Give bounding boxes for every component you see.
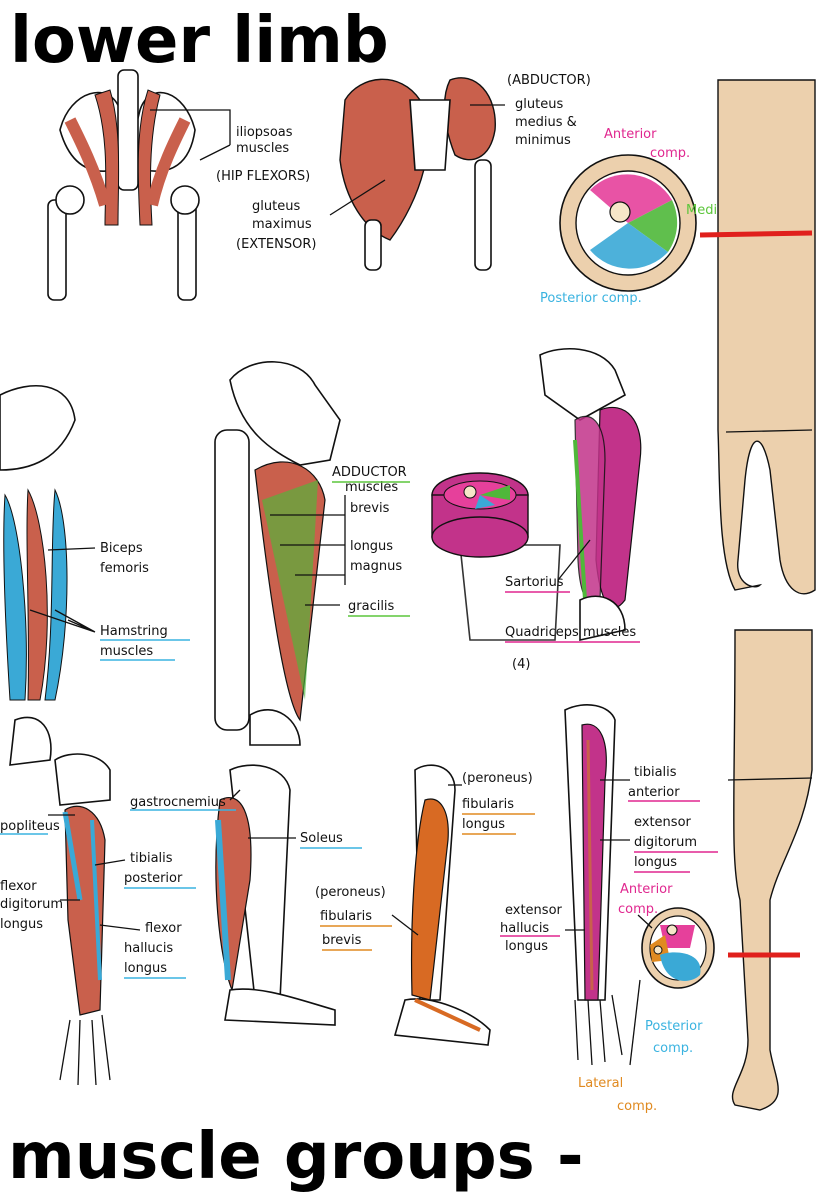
label-thigh-posterior: Posterior comp. — [540, 291, 642, 306]
svg-text:tibialis: tibialis — [634, 765, 677, 780]
deep-posterior-leg-illustration — [54, 753, 111, 1086]
label-tibialis-anterior: tibialis anterior — [628, 765, 700, 802]
label-soleus: Soleus — [300, 831, 362, 849]
svg-text:Quadriceps muscles: Quadriceps muscles — [505, 625, 636, 640]
thigh-cross-section — [559, 154, 697, 292]
svg-text:Posterior: Posterior — [645, 1019, 703, 1034]
svg-text:tibialis: tibialis — [130, 851, 173, 866]
svg-text:longus: longus — [462, 817, 505, 832]
label-biceps-femoris: Biceps femoris — [100, 541, 149, 576]
svg-text:comp.: comp. — [617, 1099, 657, 1114]
label-adductor-parts: brevis longus magnus gracilis — [348, 501, 410, 617]
svg-text:gracilis: gracilis — [348, 599, 395, 614]
svg-text:(4): (4) — [512, 657, 530, 672]
label-leg-anterior: Anterior comp. — [618, 882, 673, 917]
svg-text:Hamstring: Hamstring — [100, 624, 168, 639]
svg-text:iliopsoas: iliopsoas — [236, 125, 293, 140]
leg-cross-section — [641, 907, 715, 989]
pelvis-anterior-illustration — [47, 69, 200, 301]
svg-text:comp.: comp. — [653, 1041, 693, 1056]
label-gastrocnemius: gastrocnemius — [130, 795, 236, 811]
svg-text:gastrocnemius: gastrocnemius — [130, 795, 226, 810]
label-popliteus: popliteus — [0, 819, 60, 835]
svg-text:hallucis: hallucis — [500, 921, 549, 936]
svg-text:minimus: minimus — [515, 133, 571, 148]
label-flexor-digitorum: flexor digitorum longus — [0, 879, 63, 932]
pelvis-posterior-illustration — [339, 77, 496, 271]
svg-text:muscles: muscles — [100, 644, 153, 659]
svg-text:Anterior: Anterior — [620, 882, 673, 897]
svg-text:digitorum: digitorum — [634, 835, 697, 850]
label-adductor: ADDUCTOR muscles — [332, 465, 410, 495]
label-fibularis-brevis: (peroneus) fibularis brevis — [315, 885, 392, 951]
label-tibialis-posterior: tibialis posterior — [124, 851, 196, 889]
title-top: lower limb — [10, 4, 389, 78]
label-gluteus-maximus: gluteus maximus (EXTENSOR) — [236, 199, 316, 252]
superficial-posterior-leg-illustration — [215, 764, 336, 1026]
svg-text:fibularis: fibularis — [462, 797, 514, 812]
svg-text:femoris: femoris — [100, 561, 149, 576]
quadriceps-illustration — [459, 347, 642, 641]
svg-text:comp.: comp. — [650, 146, 690, 161]
label-extensor-digitorum: extensor digitorum longus — [634, 815, 718, 873]
svg-text:flexor: flexor — [0, 879, 37, 894]
leg-outline-lower — [727, 629, 813, 1111]
label-leg-lateral: Lateral comp. — [578, 1076, 657, 1114]
label-flexor-hallucis: flexor hallucis longus — [124, 921, 186, 979]
svg-text:longus: longus — [350, 539, 393, 554]
quadriceps-cross-section — [431, 472, 529, 558]
label-abductor: (ABDUCTOR) gluteus medius & minimus — [507, 73, 591, 148]
lateral-leg-illustration — [393, 764, 491, 1046]
leg-outline-upper — [699, 79, 816, 595]
svg-text:muscles: muscles — [236, 141, 289, 156]
svg-text:Lateral: Lateral — [578, 1076, 623, 1091]
anterior-leg-illustration — [564, 704, 623, 1066]
svg-text:(peroneus): (peroneus) — [315, 885, 386, 900]
svg-text:popliteus: popliteus — [0, 819, 60, 834]
label-quadriceps: Quadriceps muscles (4) — [505, 625, 640, 672]
label-iliopsoas: iliopsoas muscles (HIP FLEXORS) — [216, 125, 310, 184]
svg-text:longus: longus — [124, 961, 167, 976]
svg-text:digitorum: digitorum — [0, 897, 63, 912]
label-sartorius: Sartorius — [505, 575, 564, 590]
svg-text:anterior: anterior — [628, 785, 680, 800]
svg-text:maximus: maximus — [252, 217, 312, 232]
svg-text:brevis: brevis — [322, 933, 362, 948]
svg-text:comp.: comp. — [618, 902, 658, 917]
svg-text:muscles: muscles — [345, 480, 398, 495]
svg-text:hallucis: hallucis — [124, 941, 173, 956]
svg-text:(ABDUCTOR): (ABDUCTOR) — [507, 73, 591, 88]
svg-text:longus: longus — [634, 855, 677, 870]
svg-text:gluteus: gluteus — [515, 97, 563, 112]
svg-text:flexor: flexor — [145, 921, 182, 936]
svg-text:magnus: magnus — [350, 559, 402, 574]
svg-text:ADDUCTOR: ADDUCTOR — [332, 465, 407, 480]
svg-text:(HIP FLEXORS): (HIP FLEXORS) — [216, 169, 310, 184]
svg-text:(EXTENSOR): (EXTENSOR) — [236, 237, 316, 252]
thigh-section-marker — [699, 230, 813, 238]
label-thigh-anterior: Anterior comp. — [604, 127, 690, 161]
adductor-illustration — [214, 361, 341, 746]
svg-text:brevis: brevis — [350, 501, 390, 516]
svg-text:longus: longus — [505, 939, 548, 954]
label-extensor-hallucis: extensor hallucis longus — [500, 903, 563, 954]
svg-text:fibularis: fibularis — [320, 909, 372, 924]
svg-text:extensor: extensor — [505, 903, 563, 918]
svg-text:Biceps: Biceps — [100, 541, 143, 556]
svg-text:Anterior: Anterior — [604, 127, 657, 142]
title-bottom: muscle groups - — [8, 1120, 584, 1194]
label-hamstring: Hamstring muscles — [100, 624, 190, 661]
label-fibularis-longus: (peroneus) fibularis longus — [462, 771, 535, 835]
svg-text:(peroneus): (peroneus) — [462, 771, 533, 786]
svg-text:Soleus: Soleus — [300, 831, 343, 846]
hamstring-illustration — [0, 384, 76, 766]
svg-text:medius &: medius & — [515, 115, 577, 130]
svg-text:posterior: posterior — [124, 871, 183, 886]
svg-text:longus: longus — [0, 917, 43, 932]
svg-text:gluteus: gluteus — [252, 199, 300, 214]
svg-text:extensor: extensor — [634, 815, 692, 830]
label-leg-posterior: Posterior comp. — [645, 1019, 703, 1056]
